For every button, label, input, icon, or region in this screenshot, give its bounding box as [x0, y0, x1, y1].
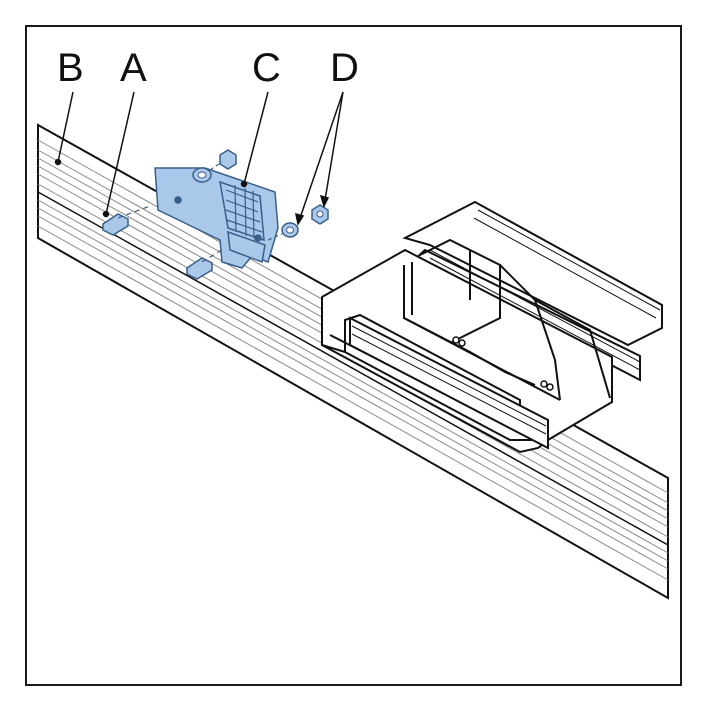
- cable-duct: [321, 200, 663, 454]
- callout-b: B: [57, 46, 84, 90]
- duct-fastener: [452, 336, 554, 391]
- callout-a: A: [120, 46, 147, 90]
- rail-pins: [102, 213, 213, 280]
- top-hardware: [192, 149, 237, 183]
- leader-lines: [54, 91, 344, 226]
- callout-d: D: [330, 46, 359, 90]
- callout-c: C: [252, 46, 281, 90]
- terminal-bracket: [154, 167, 279, 269]
- fasteners-d: [267, 204, 329, 241]
